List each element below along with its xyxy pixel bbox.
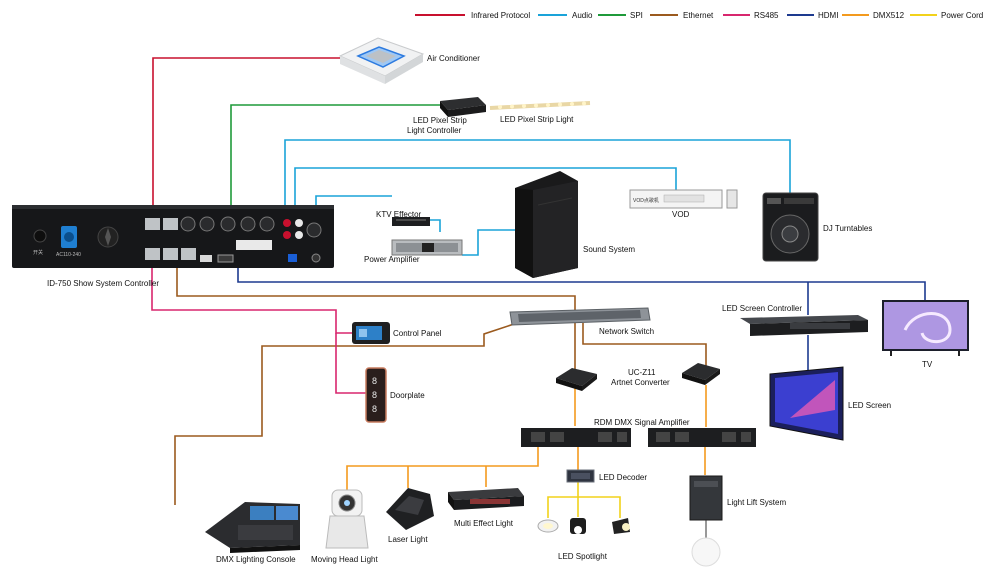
wire-power-spot3 bbox=[578, 496, 621, 518]
air-conditioner-label: Air Conditioner bbox=[427, 54, 480, 63]
network-switch bbox=[509, 307, 651, 326]
legend-label-infrared: Infrared Protocol bbox=[471, 11, 530, 20]
wire-eth-artnet2 bbox=[582, 323, 707, 366]
tv-label: TV bbox=[922, 360, 933, 369]
light-lift-label: Light Lift System bbox=[727, 498, 786, 507]
wire-dmx-moving bbox=[346, 447, 539, 490]
rdm-amp-label: RDM DMX Signal Amplifier bbox=[594, 418, 690, 427]
show-system-controller: 开关 AC110-240 bbox=[12, 205, 334, 268]
led-spotlights bbox=[537, 518, 630, 534]
laser-light bbox=[386, 488, 434, 530]
svg-text:8: 8 bbox=[372, 404, 377, 414]
led-spotlight-label: LED Spotlight bbox=[558, 552, 608, 561]
led-screen bbox=[769, 366, 844, 441]
sound-system bbox=[515, 171, 578, 278]
wire-audio-dj bbox=[284, 139, 791, 207]
power-switch-icon bbox=[33, 229, 47, 243]
wire-infrared-aircon bbox=[152, 57, 340, 207]
dj-turntables-label: DJ Turntables bbox=[823, 224, 872, 233]
svg-text:8: 8 bbox=[372, 376, 377, 386]
wire-audio-effector bbox=[315, 195, 392, 207]
rdm-amplifier-1 bbox=[521, 428, 631, 447]
led-strip-light bbox=[489, 101, 591, 110]
led-strip-controller bbox=[440, 97, 486, 117]
light-lift-system bbox=[689, 475, 723, 567]
control-panel bbox=[352, 322, 390, 344]
controller-label: ID-750 Show System Controller bbox=[47, 279, 159, 288]
led-strip-light-label: LED Pixel Strip Light bbox=[500, 115, 574, 124]
artnet-converter-2 bbox=[682, 363, 720, 385]
tv bbox=[882, 300, 969, 356]
legend-label-power: Power Cord bbox=[941, 11, 983, 20]
artnet-converter-1 bbox=[556, 368, 597, 391]
vod-screen-text: VOD点歌机 bbox=[633, 197, 659, 204]
vod-device: VOD点歌机 bbox=[629, 189, 738, 209]
moving-head-light bbox=[325, 489, 369, 549]
dmx-console-label: DMX Lighting Console bbox=[216, 555, 296, 564]
led-screen-controller bbox=[740, 315, 868, 336]
artnet-label-1: UC-Z11 bbox=[628, 368, 656, 377]
led-strip-controller-label-1: LED Pixel Strip bbox=[413, 116, 467, 125]
wire-audio-effector-amp bbox=[430, 219, 441, 232]
wire-hdmi-tv bbox=[237, 268, 926, 300]
sound-system-label: Sound System bbox=[583, 245, 635, 254]
legend-label-audio: Audio bbox=[572, 11, 593, 20]
vod-label: VOD bbox=[672, 210, 690, 219]
wire-power-spot1 bbox=[547, 482, 579, 518]
air-conditioner bbox=[338, 37, 425, 84]
ktv-effector bbox=[392, 217, 430, 226]
led-screen-label: LED Screen bbox=[848, 401, 891, 410]
multi-effect-light bbox=[448, 488, 524, 510]
led-screen-controller-label: LED Screen Controller bbox=[722, 304, 802, 313]
wire-audio-amp-speaker bbox=[462, 229, 515, 256]
multi-effect-label: Multi Effect Light bbox=[454, 519, 514, 528]
led-strip-controller-label-2: Light Controller bbox=[407, 126, 462, 135]
network-switch-label: Network Switch bbox=[599, 327, 654, 336]
wire-rs485-doorplate bbox=[335, 333, 366, 394]
laser-light-label: Laser Light bbox=[388, 535, 428, 544]
rdm-amplifier-2 bbox=[648, 428, 756, 447]
power-amplifier-label: Power Amplifier bbox=[364, 255, 420, 264]
legend-label-rs485: RS485 bbox=[754, 11, 779, 20]
led-decoder bbox=[566, 469, 595, 483]
doorplate: 8 8 8 bbox=[365, 367, 387, 423]
artnet-label-2: Artnet Converter bbox=[611, 378, 670, 387]
connections bbox=[151, 57, 926, 518]
wire-eth-console bbox=[174, 321, 521, 505]
legend-label-spi: SPI bbox=[630, 11, 643, 20]
power-amplifier bbox=[391, 239, 463, 256]
svg-text:8: 8 bbox=[372, 390, 377, 400]
wire-eth-switch bbox=[176, 268, 576, 310]
legend-label-dmx512: DMX512 bbox=[873, 11, 905, 20]
power-switch-label: 开关 bbox=[33, 249, 43, 256]
legend: Infrared Protocol Audio SPI Ethernet RS4… bbox=[415, 11, 983, 20]
wire-audio-vod bbox=[294, 167, 677, 207]
ktv-effector-label: KTV Effector bbox=[376, 210, 422, 219]
dmx-lighting-console bbox=[205, 502, 300, 553]
legend-label-hdmi: HDMI bbox=[818, 11, 838, 20]
doorplate-label: Doorplate bbox=[390, 391, 425, 400]
moving-head-label: Moving Head Light bbox=[311, 555, 378, 564]
legend-label-ethernet: Ethernet bbox=[683, 11, 714, 20]
dj-turntables bbox=[762, 192, 819, 262]
wire-spi-strip bbox=[230, 104, 440, 207]
wire-rs485-panel bbox=[151, 268, 352, 334]
power-socket-label: AC110-240 bbox=[56, 252, 81, 258]
led-decoder-label: LED Decoder bbox=[599, 473, 647, 482]
controller-ports bbox=[145, 216, 322, 263]
control-panel-label: Control Panel bbox=[393, 329, 442, 338]
